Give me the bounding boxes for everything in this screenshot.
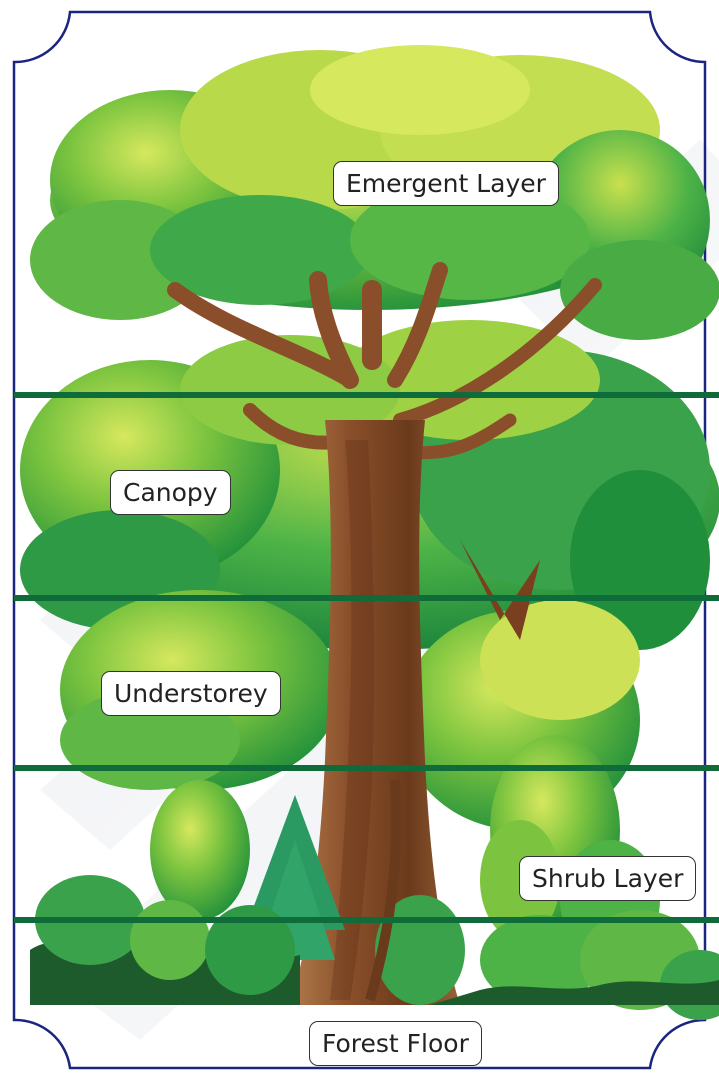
- label-shrub-layer: Shrub Layer: [519, 856, 696, 901]
- label-emergent-layer: Emergent Layer: [333, 161, 559, 206]
- label-canopy: Canopy: [110, 470, 231, 515]
- label-forest-floor: Forest Floor: [309, 1021, 482, 1066]
- label-understorey: Understorey: [101, 671, 281, 716]
